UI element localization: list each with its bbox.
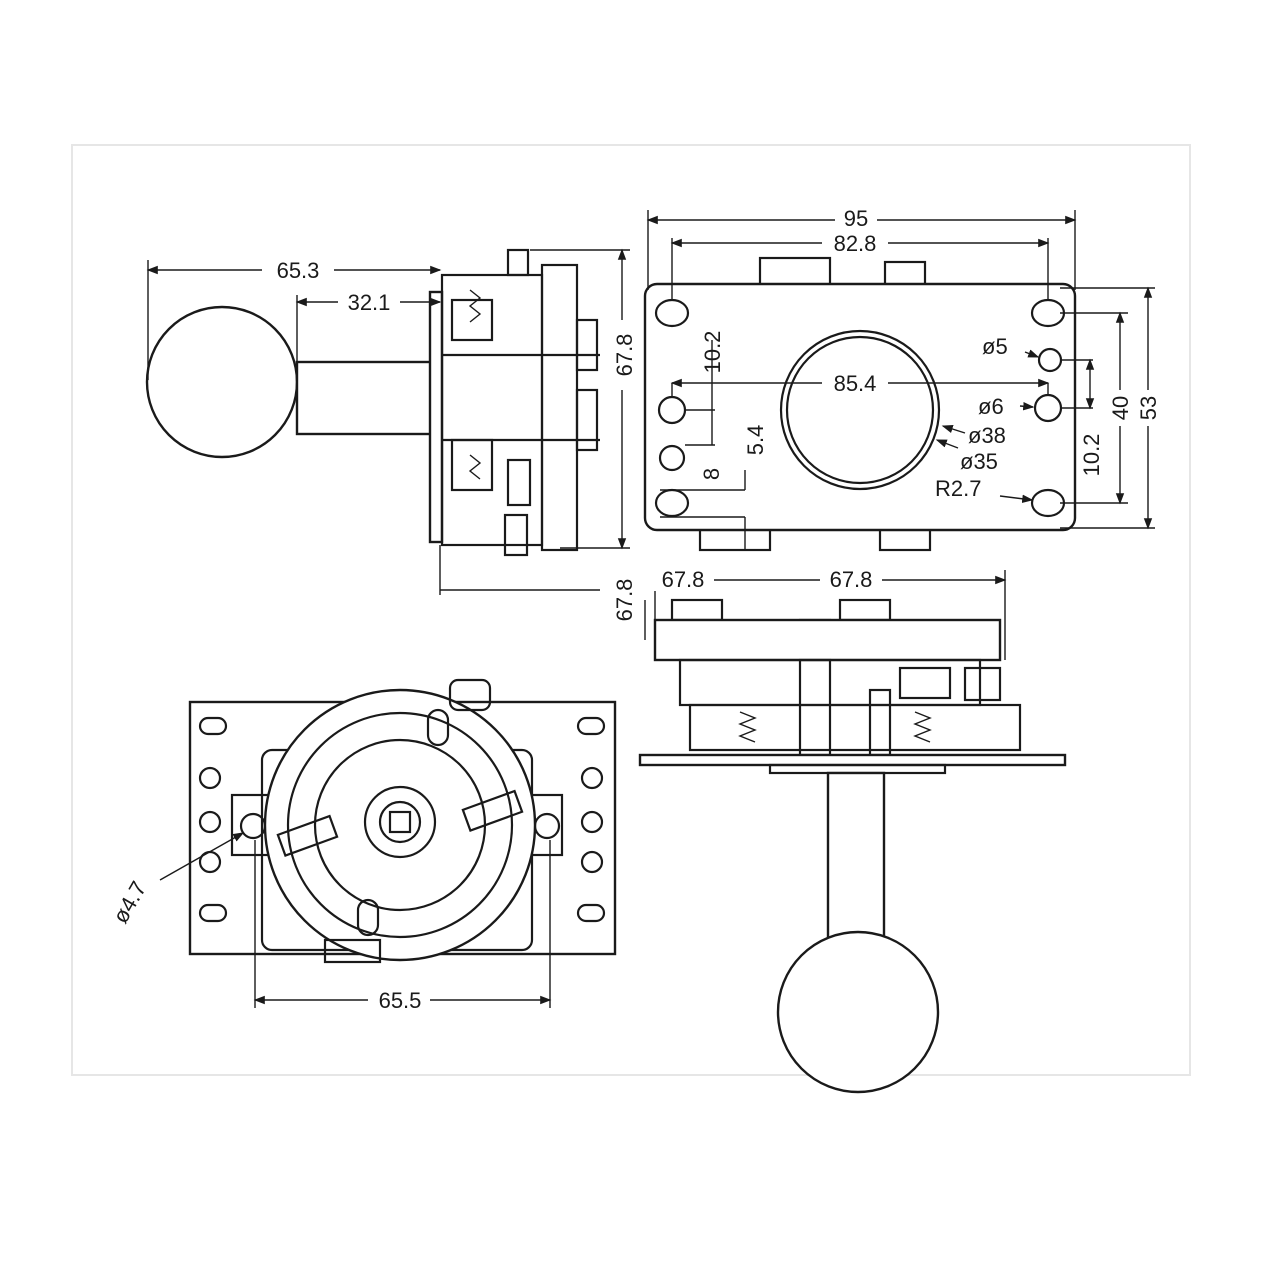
label-mount-hole: ø4.7 [108,877,152,928]
dim-shaft-length: 32.1 [348,290,391,315]
mount-plate-top [643,282,1077,532]
dim-offset-small: 5.4 [743,425,768,456]
dim-height-overall: 53 [1136,396,1161,420]
dim-edge-offset: 8 [699,468,724,480]
drawing-frame [71,144,1191,1076]
dim-hole-pitch-left: 10.2 [700,331,725,374]
dim-width-overall: 95 [844,206,868,231]
shaft-side [826,771,886,945]
dim-inner-hole-spacing: 85.4 [834,371,877,396]
right-side-view [638,570,1067,1094]
dim-left-height: 67.8 [612,334,637,377]
dim-hole-spacing-x: 82.8 [834,231,877,256]
dim-hole-spacing-y: 40 [1108,396,1133,420]
mount-plate [428,290,444,544]
top-plate-view [643,210,1155,552]
label-hole-d-small: ø5 [982,334,1008,359]
label-ring-inner: ø35 [960,449,998,474]
bottom-view [159,678,617,1008]
dim-overall-length: 65.3 [277,258,320,283]
label-hole-d-large: ø6 [978,394,1004,419]
dim-mount-spacing: 65.5 [379,988,422,1013]
ball-top [145,305,299,459]
left-side-view [145,248,630,595]
dim-hole-pitch-right: 10.2 [1079,434,1104,477]
dim-right-width-left: 67.8 [662,567,705,592]
ball-side [776,930,940,1094]
dim-right-width-right: 67.8 [830,567,873,592]
label-slot-radius: R2.7 [935,476,981,501]
label-ring-outer: ø38 [968,423,1006,448]
shaft [295,360,434,436]
mount-plate-side [638,753,1067,767]
dim-right-height: 67.8 [612,579,637,622]
